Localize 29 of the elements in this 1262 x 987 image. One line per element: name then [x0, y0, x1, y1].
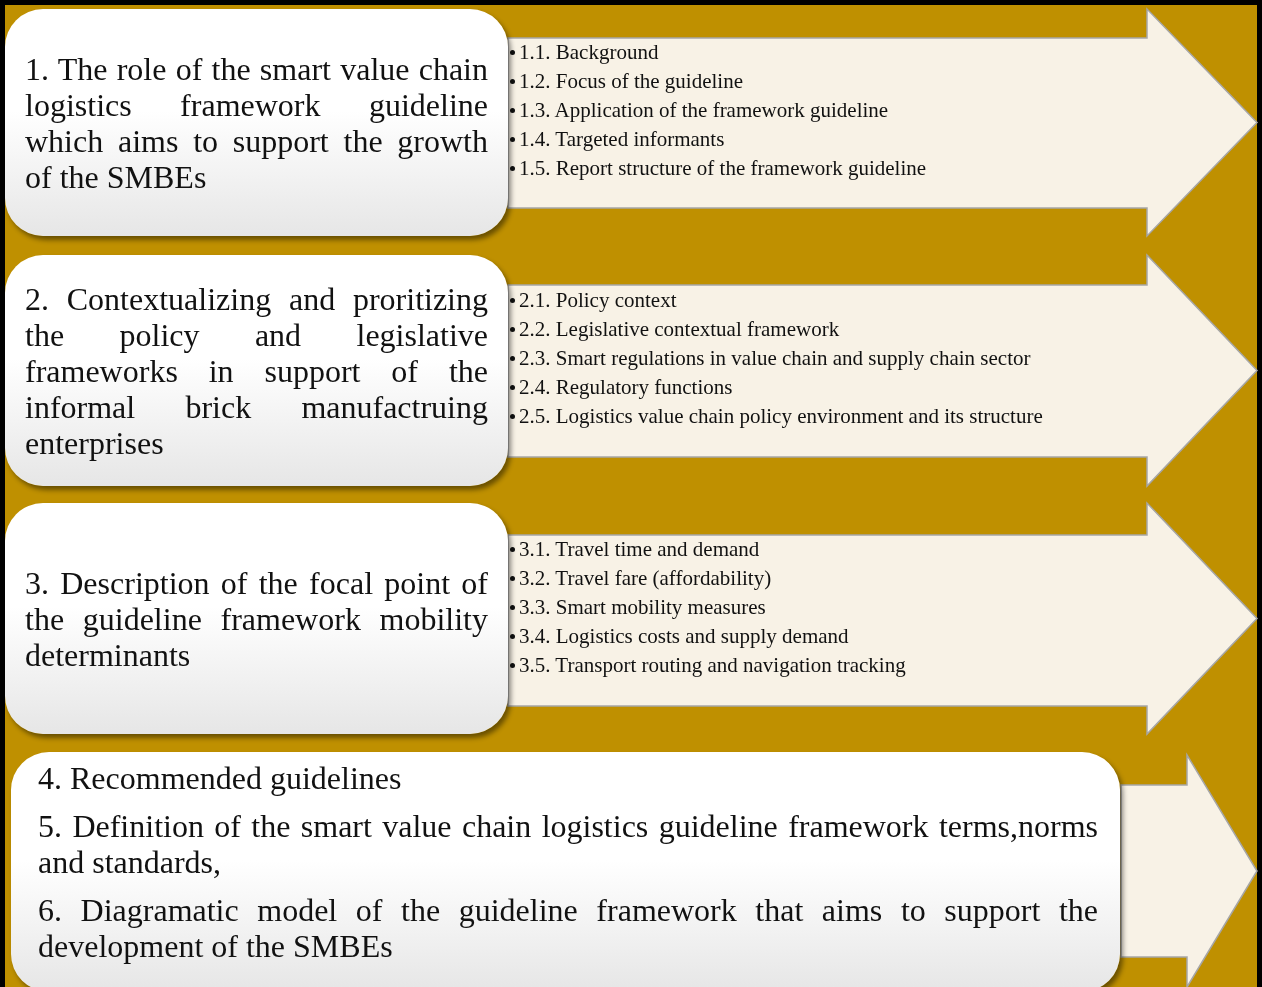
section-heading: 3. Description of the focal point of the guideline framework mobility determinants: [25, 564, 488, 673]
list-item: 1.5. Report structure of the framework guideline: [519, 155, 927, 182]
list-item: 2.4. Regulatory functions: [519, 374, 733, 401]
rounded-box: [5, 503, 508, 734]
rounded-box: [5, 255, 508, 486]
list-item: 3.3. Smart mobility measures: [519, 594, 766, 621]
list-item: 3.1. Travel time and demand: [519, 536, 760, 563]
list-item: 1.3. Application of the framework guideline: [519, 97, 889, 124]
list-item: 3.4. Logistics costs and supply demand: [519, 623, 849, 650]
list-item: 2.3. Smart regulations in value chain and supply chain sector: [519, 345, 1031, 372]
list-item: 1.1. Background: [519, 39, 659, 66]
arrow-shape: [1121, 755, 1257, 987]
arrow-shape: [508, 503, 1257, 734]
list-item: 1.4. Targeted informants: [519, 126, 725, 153]
arrow-shape: [508, 255, 1257, 486]
rounded-box: [5, 9, 508, 236]
section-heading: 1. The role of the smart value chain logistics framework guideline which aims to support the growth of the SMBEs: [25, 50, 488, 195]
section-heading: 6. Diagramatic model of the guideline framework that aims to support the development of the SMBEs: [38, 892, 1098, 964]
section-heading: 4. Recommended guidelines: [38, 760, 403, 796]
list-item: 2.5. Logistics value chain policy environment and its structure: [519, 403, 1043, 430]
list-item: 3.5. Transport routing and navigation tracking: [519, 652, 906, 679]
rounded-box: [11, 752, 1120, 987]
section-heading: 5. Definition of the smart value chain logistics guideline framework terms,norms and standards,: [38, 808, 1098, 880]
list-item: 2.2. Legislative contextual framework: [519, 316, 840, 343]
arrow-shape: [508, 9, 1257, 236]
list-item: 2.1. Policy context: [519, 287, 677, 314]
list-item: 1.2. Focus of the guideline: [519, 68, 743, 95]
section-heading: 2. Contextualizing and proritizing the policy and legislative frameworks in support of the informal brick manufactruing enterprises: [25, 280, 488, 461]
list-item: 3.2. Travel fare (affordability): [519, 565, 772, 592]
